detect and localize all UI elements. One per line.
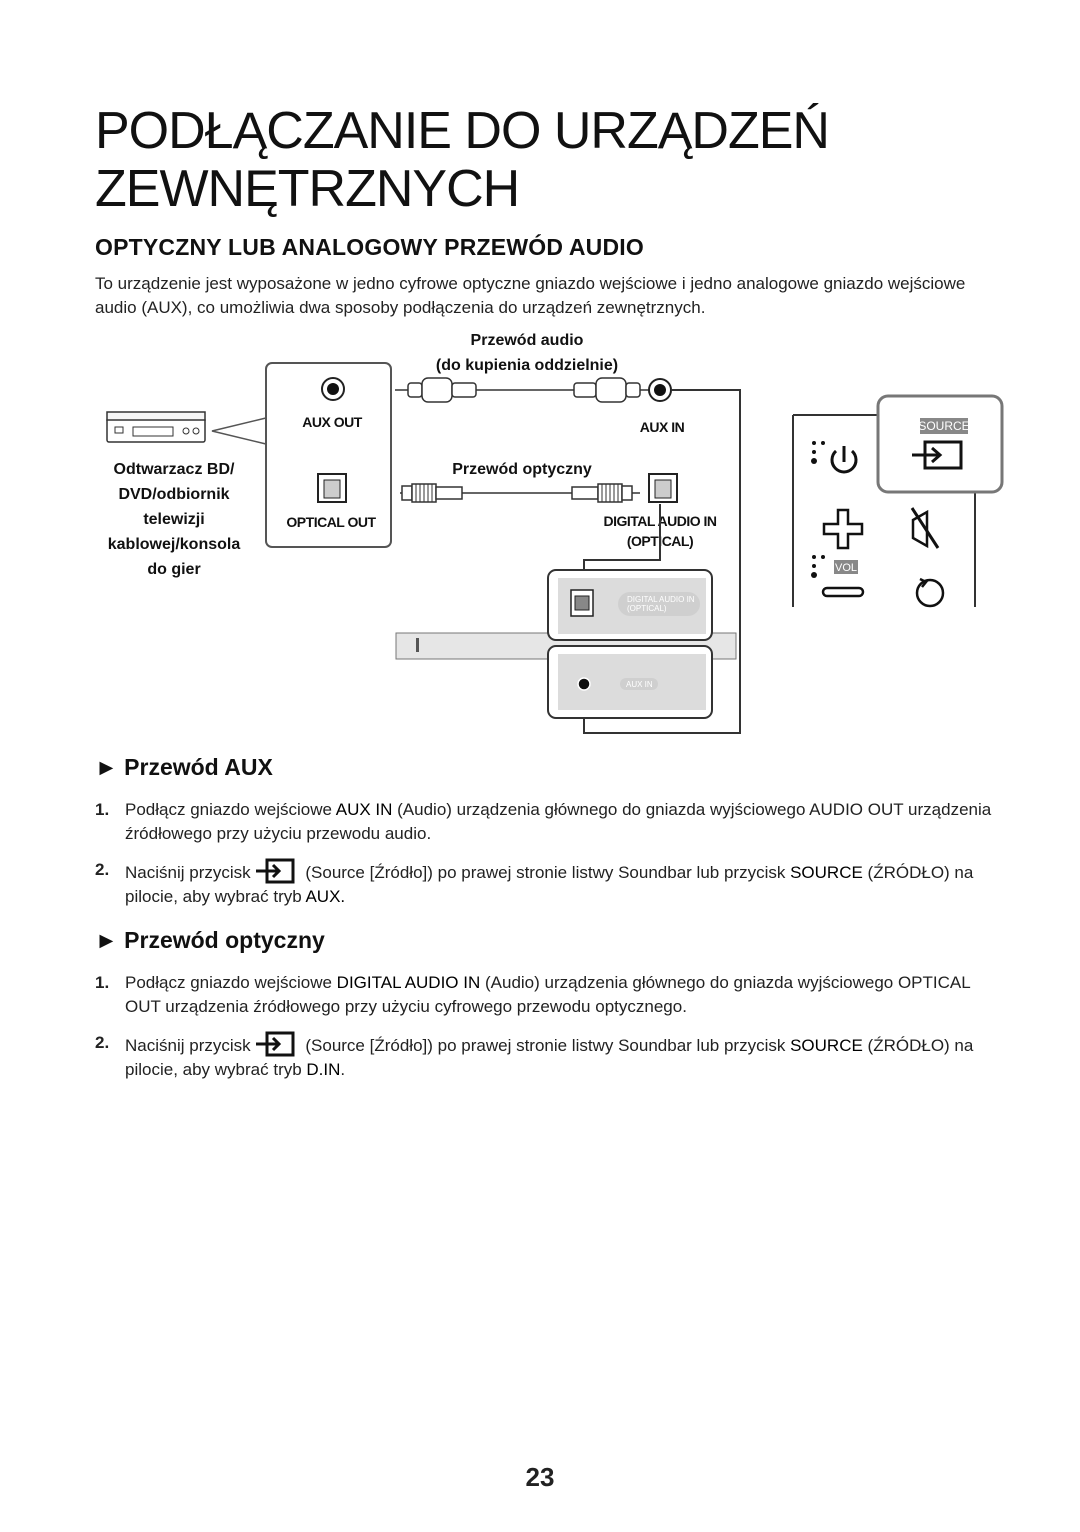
source-button-icon bbox=[912, 440, 963, 470]
audio-cable-label-line2: (do kupienia oddzielnie) bbox=[436, 357, 618, 374]
step-text: Naciśnij przycisk bbox=[125, 1036, 251, 1055]
page-title: PODŁĄCZANIE DO URZĄDZEŃ ZEWNĘTRZNYCH bbox=[95, 102, 995, 218]
step-text: (ŹRÓDŁO) na pilocie, aby wybrać tryb bbox=[125, 1036, 974, 1079]
step-number: 2. bbox=[95, 860, 110, 879]
step-number: 1. bbox=[95, 800, 110, 819]
optical-out-jack-icon bbox=[317, 473, 347, 503]
panel-digital-label-1: DIGITAL AUDIO IN bbox=[627, 595, 695, 604]
aux-section-heading: ► Przewód AUX bbox=[95, 754, 273, 780]
optical-section-heading: ► Przewód optyczny bbox=[95, 927, 325, 953]
source-keyword: SOURCE bbox=[790, 863, 863, 882]
step-text: (Audio) urządzenia głównego do gniazda w… bbox=[125, 800, 992, 843]
mode-keyword: D.IN bbox=[306, 1060, 341, 1079]
panel-aux-label: AUX IN bbox=[626, 680, 653, 689]
optical-step-2: 2. Naciśnij przycisk (Source [Źródło]) po… bbox=[95, 1031, 995, 1082]
page-number: 23 bbox=[525, 1462, 555, 1492]
audio-cable-icon bbox=[395, 377, 650, 403]
source-icon bbox=[255, 858, 295, 884]
step-text: (Audio) urządzenia głównego do gniazda w… bbox=[125, 973, 971, 1016]
panel-digital-label-2: (OPTICAL) bbox=[627, 604, 667, 613]
aux-steps-list: 1. Podłącz gniazdo wejściowe AUX IN (Audi… bbox=[95, 798, 995, 921]
mute-icon bbox=[910, 507, 940, 549]
power-button-icon bbox=[830, 446, 858, 474]
aux-in-keyword: AUX IN bbox=[335, 800, 393, 819]
optical-cable-icon bbox=[400, 483, 640, 503]
vol-badge: VOL bbox=[835, 562, 857, 574]
step-text: (Source [Źródło]) po prawej stronie list… bbox=[300, 1036, 791, 1055]
step-text: Podłącz gniazdo wejściowe bbox=[125, 800, 336, 819]
section-subtitle: OPTYCZNY LUB ANALOGOWY PRZEWÓD AUDIO bbox=[95, 234, 644, 260]
aux-step-2: 2. Naciśnij przycisk (Source [Źródło]) po… bbox=[95, 858, 995, 909]
source-badge: SOURCE bbox=[918, 419, 969, 433]
intro-paragraph: To urządzenie jest wyposażone w jedno cy… bbox=[95, 274, 966, 317]
optical-out-label: OPTICAL OUT bbox=[286, 514, 376, 530]
repeat-icon bbox=[915, 577, 945, 608]
volume-down-icon bbox=[821, 586, 865, 598]
device-label-1: Odtwarzacz BD/ bbox=[114, 461, 235, 478]
title-line-1: PODŁĄCZANIE DO URZĄDZEŃ bbox=[95, 102, 830, 160]
digital-audio-in-jack-icon bbox=[648, 473, 678, 503]
dots-icon-2 bbox=[811, 555, 825, 578]
device-label-3: telewizji bbox=[143, 511, 204, 528]
aux-in-jack-icon bbox=[648, 378, 672, 402]
step-text: (ŹRÓDŁO) na pilocie, aby wybrać tryb bbox=[125, 863, 974, 906]
aux-out-jack-icon bbox=[321, 377, 345, 401]
device-label-4: kablowej/konsola bbox=[108, 536, 241, 553]
bd-player-icon bbox=[106, 411, 206, 443]
aux-in-label: AUX IN bbox=[640, 419, 685, 435]
optical-steps-list: 1. Podłącz gniazdo wejściowe DIGITAL AUDI… bbox=[95, 971, 995, 1094]
digital-audio-in-keyword: DIGITAL AUDIO IN bbox=[336, 973, 481, 992]
aux-out-label: AUX OUT bbox=[302, 414, 362, 430]
step-text: Naciśnij przycisk bbox=[125, 863, 251, 882]
connection-diagram: Przewód audio (do kupienia oddzielnie) O… bbox=[106, 332, 1004, 734]
step-text: (Source [Źródło]) po prawej stronie list… bbox=[300, 863, 791, 882]
source-icon bbox=[255, 1031, 295, 1057]
mode-keyword: AUX. bbox=[305, 887, 346, 906]
step-text: . bbox=[340, 1060, 346, 1079]
optical-step-1: 1. Podłącz gniazdo wejściowe DIGITAL AUDI… bbox=[95, 971, 995, 1019]
device-label-5: do gier bbox=[147, 561, 200, 578]
step-text: Podłącz gniazdo wejściowe bbox=[125, 973, 337, 992]
soundbar-controls: SOURCE VOL bbox=[792, 394, 1004, 608]
step-number: 1. bbox=[95, 973, 110, 992]
device-label-2: DVD/odbiornik bbox=[118, 486, 229, 503]
step-number: 2. bbox=[95, 1033, 110, 1052]
source-keyword: SOURCE bbox=[790, 1036, 863, 1055]
optical-cable-label: Przewód optyczny bbox=[452, 461, 592, 478]
title-line-2: ZEWNĘTRZNYCH bbox=[95, 160, 520, 218]
aux-step-1: 1. Podłącz gniazdo wejściowe AUX IN (Audi… bbox=[95, 798, 995, 846]
dots-icon bbox=[811, 441, 825, 464]
audio-cable-label-line1: Przewód audio bbox=[471, 332, 584, 349]
volume-up-icon bbox=[822, 508, 864, 550]
